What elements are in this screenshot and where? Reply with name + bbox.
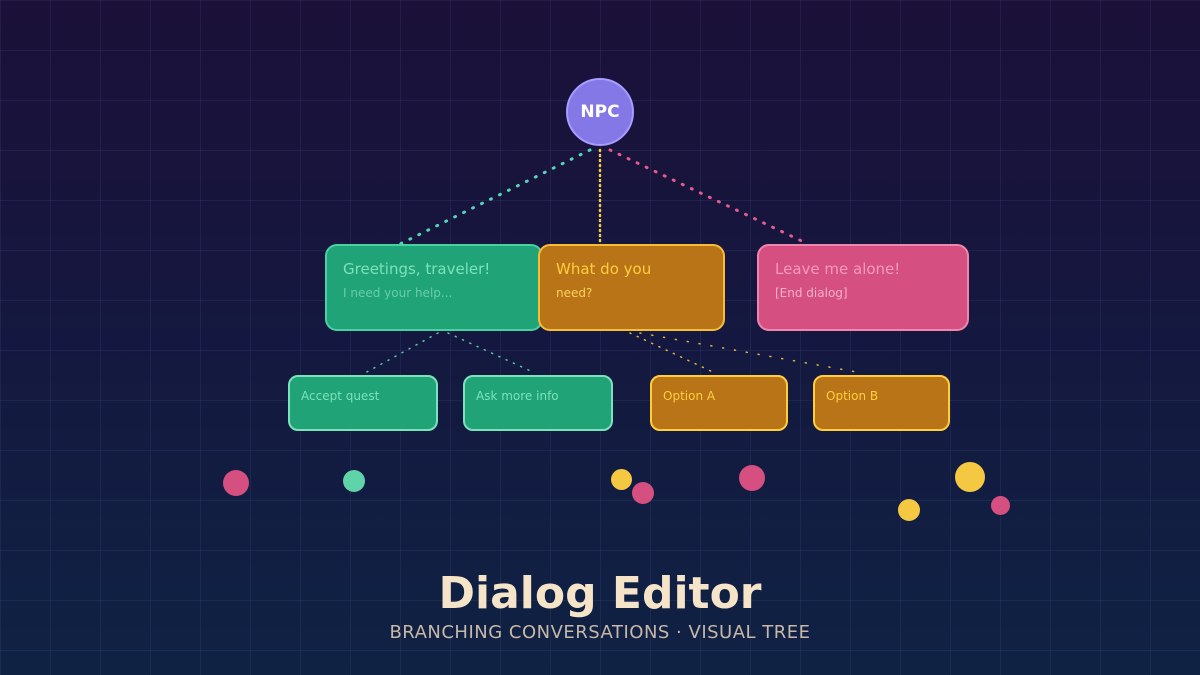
decorative-dot (898, 499, 920, 521)
response-title: What do you (556, 260, 652, 278)
link-greetings-accept (364, 332, 439, 374)
npc-root-node[interactable]: NPC (566, 78, 634, 146)
npc-label: NPC (580, 102, 620, 122)
decorative-dot (611, 469, 632, 490)
option-node-ask-more-info[interactable]: Ask more info (463, 375, 613, 431)
response-title: Leave me alone! (775, 260, 901, 278)
link-what-optionb (639, 332, 863, 374)
option-node-option-b[interactable]: Option B (813, 375, 950, 431)
link-greetings-ask (447, 332, 536, 374)
option-node-accept-quest[interactable]: Accept quest (288, 375, 438, 431)
decorative-dot (223, 470, 249, 496)
link-npc-greetings (398, 148, 592, 246)
page-subtitle: BRANCHING CONVERSATIONS · VISUAL TREE (389, 622, 811, 643)
decorative-dot (343, 470, 365, 492)
decorative-dot (632, 482, 654, 504)
option-label: Ask more info (476, 389, 559, 403)
link-npc-leave (608, 148, 810, 246)
response-title: Greetings, traveler! (343, 260, 491, 278)
option-label: Accept quest (301, 389, 380, 403)
response-subtitle: I need your help... (343, 286, 453, 300)
option-label: Option A (663, 389, 716, 403)
response-subtitle: [End dialog] (775, 286, 848, 300)
response-subtitle: need? (556, 286, 593, 300)
response-node-what-do-you-need[interactable]: What do you need? (538, 244, 725, 331)
response-node-leave[interactable]: Leave me alone! [End dialog] (757, 244, 969, 331)
decorative-dot (955, 462, 985, 492)
link-what-optiona (629, 332, 716, 374)
decorative-dot (739, 465, 765, 491)
option-node-option-a[interactable]: Option A (650, 375, 788, 431)
page-title: Dialog Editor (438, 568, 762, 619)
option-label: Option B (826, 389, 879, 403)
decorative-dot (991, 496, 1010, 515)
response-node-greetings[interactable]: Greetings, traveler! I need your help... (325, 244, 543, 331)
